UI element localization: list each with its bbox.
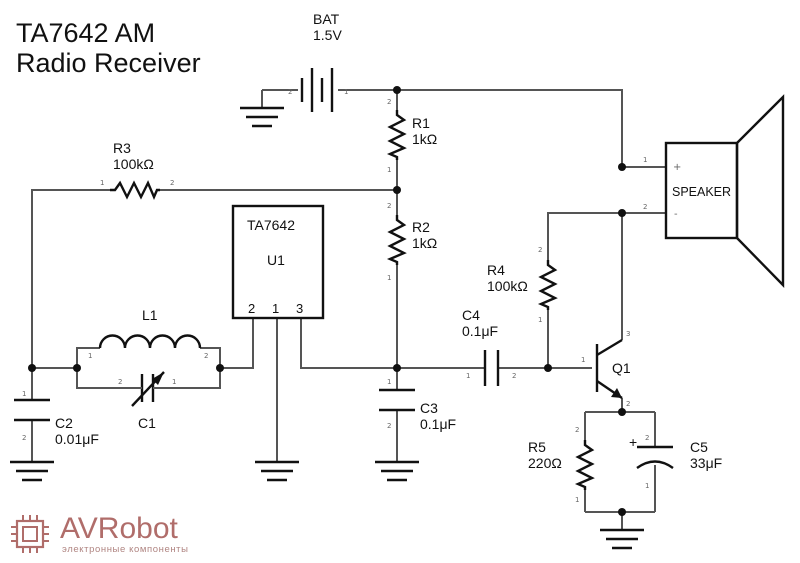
pin-number: 1 [387,274,391,282]
c3-ref: C3 [420,400,438,416]
l1-ref: L1 [142,307,158,323]
pin-number: 2 [387,202,391,210]
junction-dot [618,163,626,171]
junction-dot [618,408,626,416]
c4-value: 0.1μF [462,323,498,339]
capacitor-c2-symbol [14,398,50,422]
pin-number: 1 [387,378,391,386]
resistor-r2-symbol [386,215,407,265]
r1-ref: R1 [412,115,430,131]
bat-value: 1.5V [313,27,342,43]
ground-icon [600,528,644,550]
transistor-q1-symbol [595,338,623,399]
c5-value: 33μF [690,455,722,471]
speaker-minus: - [674,209,678,220]
pin-number: 1 [575,496,579,504]
title-line-2: Radio Receiver [16,48,201,78]
ic-u1-body [231,204,325,320]
pin-number: 2 [643,203,647,211]
junction-dot [544,364,552,372]
c2-ref: C2 [55,415,73,431]
pin-number: 1 [88,352,92,360]
capacitor-c4-symbol [483,350,500,386]
pin-number: 1 [387,166,391,174]
u1-pin-label: 3 [296,301,303,316]
u1-part: TA7642 [247,217,295,233]
junction-dot [618,209,626,217]
speaker-label: SPEAKER [672,185,731,199]
u1-pin-label: 2 [248,301,255,316]
ground-icon [240,106,284,128]
junction-dot [216,364,224,372]
c5-polarity: + [629,434,637,450]
pin-number: 2 [387,98,391,106]
inductor-l1-symbol [98,334,202,349]
c2-value: 0.01μF [55,431,99,447]
junction-dot [618,508,626,516]
r1-value: 1kΩ [412,131,437,147]
battery-symbol [240,68,334,128]
r5-value: 220Ω [528,455,562,471]
pin-number: 1 [100,179,104,187]
brand-tagline: электронные компоненты [62,544,189,555]
pin-number: 3 [626,330,630,338]
c1-ref: C1 [138,415,156,431]
electrolytic-capacitor-c5-symbol [636,445,674,469]
variable-capacitor-c1-symbol [130,371,165,407]
brand-name: AVRobot [60,512,179,545]
capacitor-c3-symbol [379,388,415,412]
pin-number: 2 [575,426,579,434]
pin-number: 1 [643,156,647,164]
ground-icon [10,460,54,482]
r3-value: 100kΩ [113,156,154,172]
junction-dot [28,364,36,372]
r2-value: 1kΩ [412,235,437,251]
pin-number: 2 [118,378,122,386]
pin-number: 2 [626,400,630,408]
pin-number: 1 [581,356,585,364]
pin-number: 1 [172,378,176,386]
resistor-r4-symbol [537,260,558,310]
junctions [28,86,626,516]
junction-dot [393,186,401,194]
pin-number: 1 [538,316,542,324]
junction-dot [393,364,401,372]
c5-ref: C5 [690,439,708,455]
r4-ref: R4 [487,262,505,278]
r4-value: 100kΩ [487,278,528,294]
junction-dot [73,364,81,372]
q1-ref: Q1 [612,360,631,376]
pin-number: 1 [645,482,649,490]
title-line-1: TA7642 AM [16,18,155,48]
c4-ref: C4 [462,307,480,323]
r2-ref: R2 [412,219,430,235]
speaker-plus: + [673,162,681,173]
resistor-r5-symbol [574,440,595,490]
pin-number: 1 [344,88,348,96]
pin-number: 2 [645,434,649,442]
junction-dot [393,86,401,94]
pin-number: 2 [538,246,542,254]
pin-number: 2 [512,372,516,380]
pin-number: 2 [170,179,174,187]
ground-icon [255,460,299,482]
resistor-r1-symbol [386,110,407,160]
ground-icon [375,460,419,482]
pin-number: 2 [387,422,391,430]
pin-number: 1 [22,390,26,398]
pin-number: 1 [466,372,470,380]
u1-ref: U1 [267,252,285,268]
r5-ref: R5 [528,439,546,455]
pin-number: 2 [22,434,26,442]
c3-value: 0.1μF [420,416,456,432]
pin-number: 2 [288,88,292,96]
resistor-r3-symbol [110,180,160,201]
chip-logo-icon [11,515,49,553]
u1-pin-label: 1 [272,301,279,316]
pin-number: 2 [204,352,208,360]
speaker-symbol [664,94,785,288]
r3-ref: R3 [113,140,131,156]
bat-ref: BAT [313,11,340,27]
